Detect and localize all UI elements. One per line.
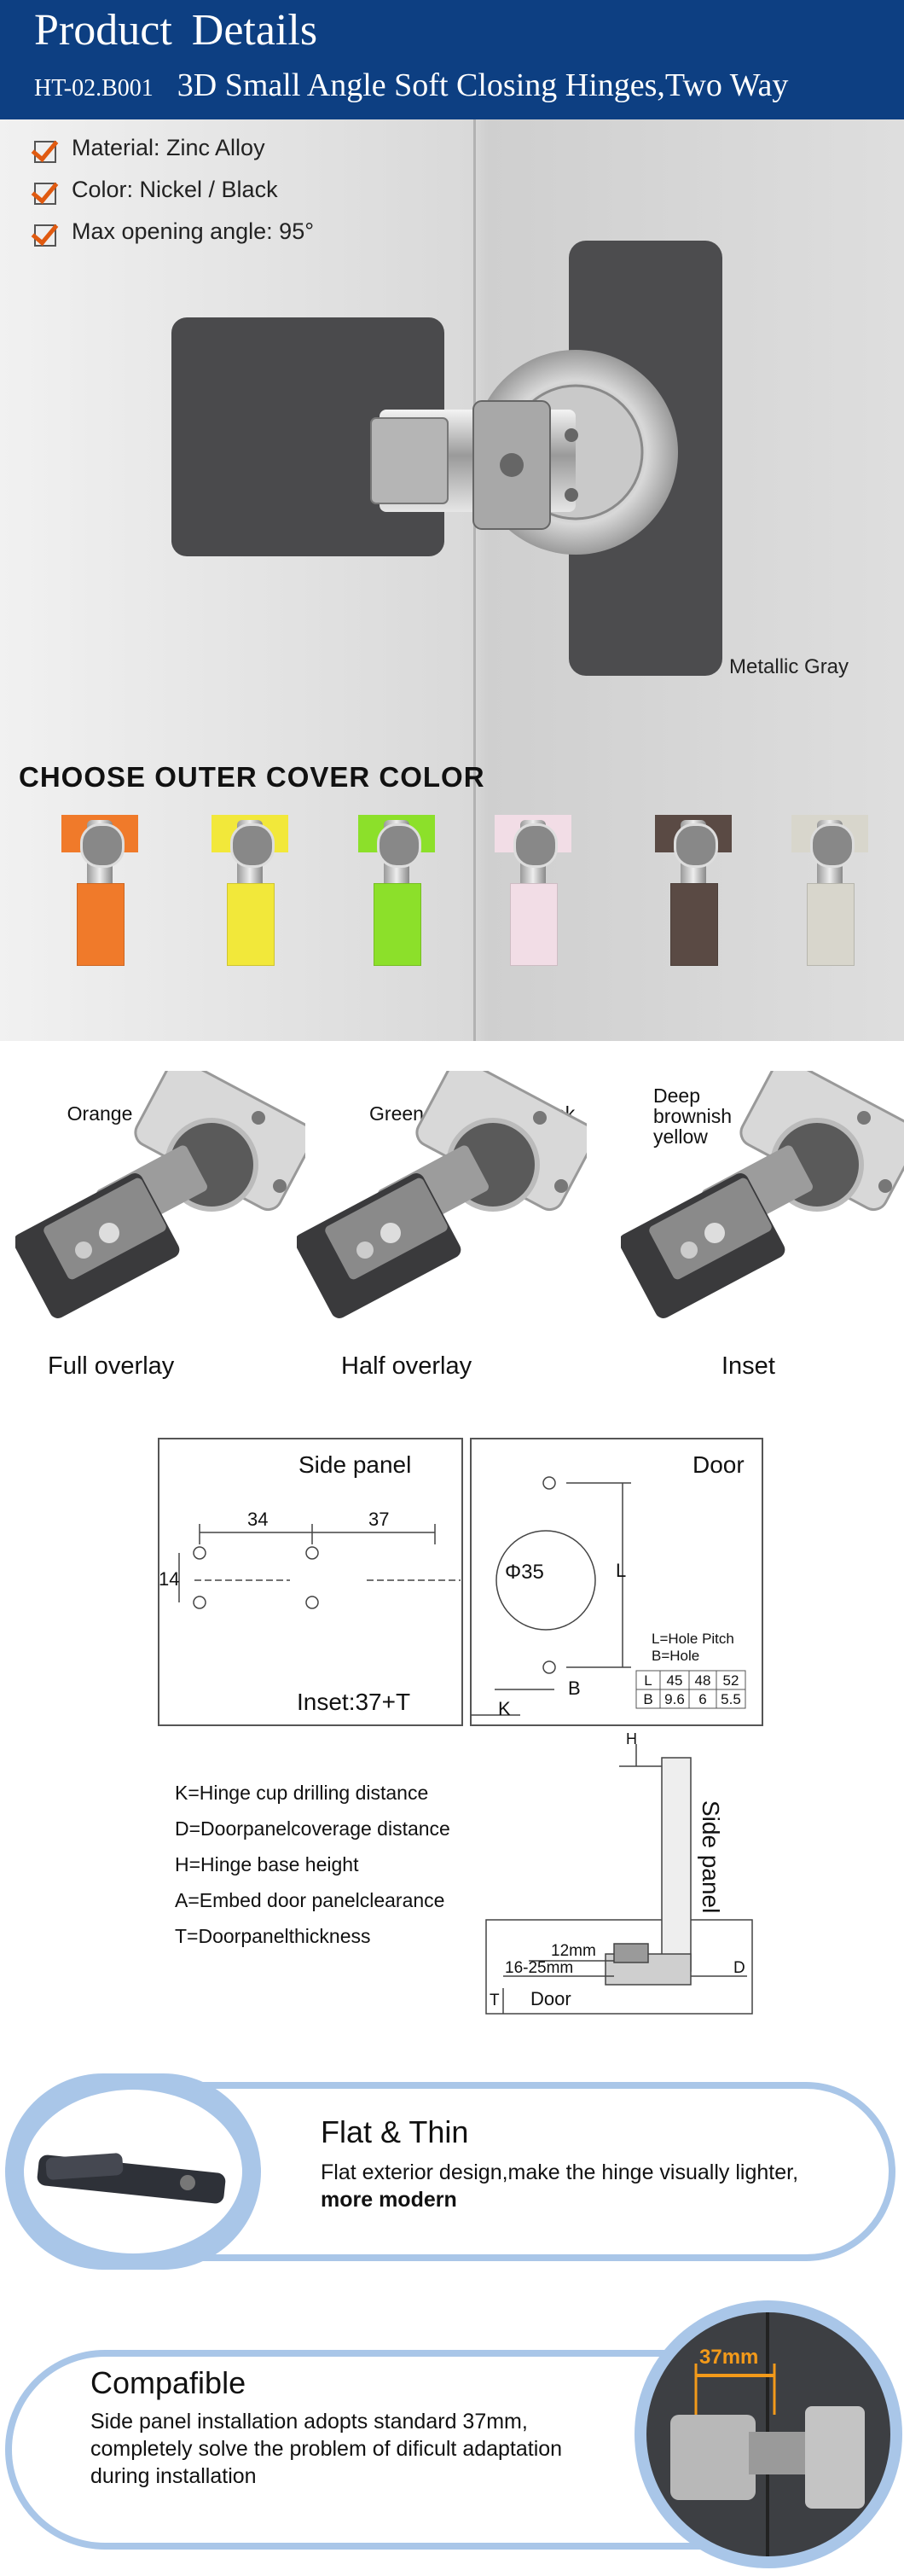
product-code: HT-02.B001 (34, 75, 154, 102)
flat-hinge-image (24, 2090, 242, 2253)
compatible-body-2: completely solve the problem of dificult… (90, 2437, 563, 2461)
side-panel-vertical-label: Side panel (698, 1800, 724, 1913)
main-hinge-image (171, 241, 722, 676)
pitch-table-value: 9.6 (664, 1691, 685, 1707)
dim-H: H (626, 1732, 637, 1747)
color-swatch-label: Orange (67, 1102, 133, 1125)
pitch-table-value: L (644, 1672, 652, 1689)
inset-note: Inset:37+T (297, 1689, 410, 1715)
main-color-label: Metallic Gray (729, 655, 849, 678)
legend-item: A=Embed door panelclearance (175, 1889, 445, 1911)
badge-37mm: 37mm (699, 2346, 758, 2369)
pitch-table-value: B (643, 1691, 652, 1707)
side-panel-label: Side panel (298, 1451, 411, 1478)
legend-item: D=Doorpanelcoverage distance (175, 1817, 450, 1840)
pitch-table-value: 52 (723, 1672, 739, 1689)
color-swatch[interactable] (495, 815, 571, 968)
overlay-type-label: Full overlay (48, 1352, 175, 1380)
legend-item: H=Hinge base height (175, 1853, 359, 1875)
dim-37: 37 (368, 1509, 389, 1530)
compatible-hinge-image: 37mm (646, 2312, 890, 2556)
compatible-image-frame: 37mm (635, 2300, 902, 2568)
header-banner: Product Details HT-02.B001 3D Small Angle… (0, 0, 904, 119)
dim-14: 14 (159, 1568, 179, 1590)
pitch-table-value: 6 (698, 1691, 706, 1707)
cover-section-title: CHOOSE OUTER COVER COLOR (19, 761, 485, 793)
product-subtitle: HT-02.B001 3D Small Angle Soft Closing Hi… (34, 67, 788, 104)
compatible-title: Compafible (90, 2365, 246, 2400)
section-drawing: H Side panel 12mm 16-25mm D T Door (485, 1732, 753, 2015)
dim-D: D (733, 1959, 745, 1977)
section-door-label: Door (530, 1988, 571, 2009)
cup-diameter: Φ35 (505, 1561, 544, 1584)
overlay-type-label: Half overlay (341, 1352, 472, 1380)
compatible-body-3: during installation (90, 2464, 257, 2488)
product-name: 3D Small Angle Soft Closing Hinges,Two W… (177, 67, 789, 103)
overlay-type-label: Inset (721, 1352, 775, 1380)
checkbox-icon (31, 133, 60, 163)
feature-material: Material: Zinc Alloy (31, 133, 265, 163)
hero-section: Material: Zinc Alloy Color: Nickel / Bla… (0, 119, 904, 1147)
legend-item: K=Hinge cup drilling distance (175, 1782, 429, 1804)
pitch-table-cell (716, 1689, 746, 1709)
pitch-note-1: L=Hole Pitch (652, 1631, 734, 1647)
color-swatch[interactable] (61, 815, 138, 968)
compatible-body-1: Side panel installation adopts standard … (90, 2410, 528, 2434)
color-swatch[interactable] (655, 815, 732, 968)
dim-T: T (490, 1992, 500, 2009)
pitch-table-value: 45 (667, 1672, 683, 1689)
dim-B: B (568, 1678, 581, 1699)
drilling-drawing: Side panel Door 34 37 14 Φ35 L B K Inset… (158, 1438, 763, 1726)
dim-12mm: 12mm (551, 1942, 596, 1960)
feature-angle: Max opening angle: 95° (31, 217, 314, 247)
color-swatch-label: Green (369, 1102, 424, 1125)
door-label: Door (692, 1451, 745, 1478)
dim-K: K (498, 1698, 511, 1719)
overlay-hinge-image (15, 1071, 305, 1318)
feature-color: Color: Nickel / Black (31, 175, 278, 205)
color-swatch[interactable] (212, 815, 288, 968)
flat-thin-body-2: more modern (321, 2188, 457, 2212)
flat-thin-image-frame (5, 2073, 261, 2270)
pitch-table-value: 5.5 (721, 1691, 741, 1707)
color-swatch[interactable] (358, 815, 435, 968)
overlay-hinge-image (621, 1071, 904, 1318)
checkbox-icon (31, 217, 60, 247)
overlay-hinge-image (297, 1071, 587, 1318)
dim-34: 34 (247, 1509, 268, 1530)
pitch-table: L 45 48 52B 9.6 6 5.5 (635, 1670, 746, 1709)
pitch-note-2: B=Hole (652, 1648, 699, 1664)
dim-L: L (616, 1560, 626, 1581)
page-title: Product Details (34, 6, 318, 55)
flat-thin-title: Flat & Thin (321, 2114, 469, 2149)
door-gap (473, 119, 476, 1041)
legend-item: T=Doorpanelthickness (175, 1925, 371, 1947)
pitch-table-value: 48 (695, 1672, 711, 1689)
flat-thin-body-1: Flat exterior design,make the hinge visu… (321, 2160, 799, 2184)
dim-16-25mm: 16-25mm (505, 1959, 573, 1977)
checkbox-icon (31, 175, 60, 205)
color-swatch[interactable] (791, 815, 868, 968)
